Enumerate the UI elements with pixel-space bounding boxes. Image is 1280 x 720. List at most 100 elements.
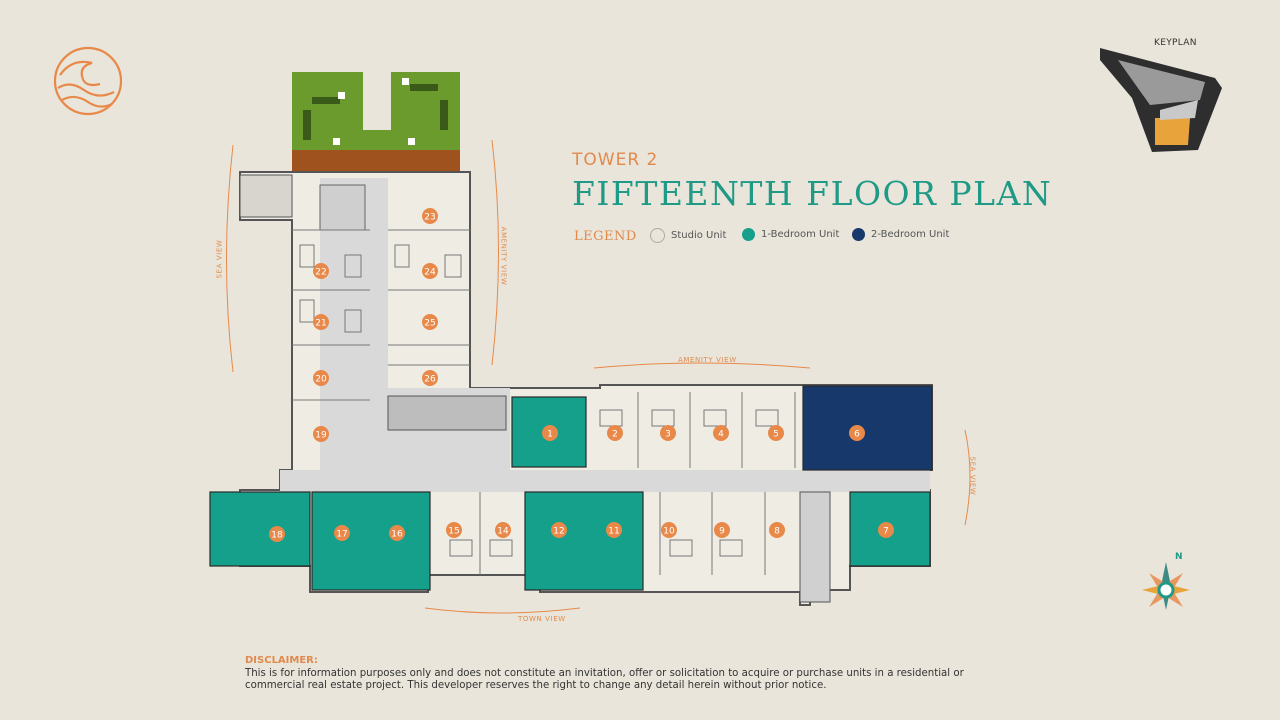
tower-label: TOWER 2 [572,150,659,170]
unit-marker-circle [769,522,785,538]
legend-item-1br: 1-Bedroom Unit [742,228,839,241]
view-label-sea-right: SEA VIEW [968,456,977,496]
unit-number: 2 [612,430,618,440]
unit-number: 11 [608,527,619,537]
unit-marker-2[interactable]: 2 [607,425,623,441]
one-bedroom-swatch-icon [742,228,755,241]
unit-marker-circle [422,208,438,224]
unit-marker-18[interactable]: 18 [269,526,285,542]
unit-marker-circle [878,522,894,538]
unit-marker-19[interactable]: 19 [313,426,329,442]
unit-marker-22[interactable]: 22 [313,263,329,279]
unit-marker-24[interactable]: 24 [422,263,438,279]
brand-logo [53,46,123,116]
unit-marker-circle [389,525,405,541]
unit-marker-circle [313,370,329,386]
unit-marker-circle [713,425,729,441]
legend-item-label: 2-Bedroom Unit [871,229,950,240]
unit-marker-circle [422,370,438,386]
unit-number: 25 [424,319,435,329]
unit-marker-5[interactable]: 5 [768,425,784,441]
unit-marker-4[interactable]: 4 [713,425,729,441]
unit-marker-12[interactable]: 12 [551,522,567,538]
legend-item-label: 1-Bedroom Unit [761,229,840,240]
unit-number: 6 [854,430,860,440]
unit-marker-23[interactable]: 23 [422,208,438,224]
studio-swatch-icon [650,228,665,243]
unit-number: 14 [497,527,509,537]
unit-marker-circle [446,522,462,538]
unit-number: 24 [424,268,436,278]
unit-marker-circle [422,314,438,330]
unit-number: 12 [553,527,564,537]
unit-marker-10[interactable]: 10 [661,522,677,538]
unit-number: 20 [315,375,327,385]
view-label-sea-left: SEA VIEW [215,239,224,279]
unit-marker-11[interactable]: 11 [606,522,622,538]
unit-number: 3 [665,430,671,440]
compass-north-label: N [1175,552,1184,562]
unit-marker-circle [495,522,511,538]
unit-number: 15 [448,527,459,537]
disclaimer-text: This is for information purposes only an… [245,668,964,691]
unit-marker-16[interactable]: 16 [389,525,405,541]
unit-marker-15[interactable]: 15 [446,522,462,538]
two-bedroom-swatch-icon [852,228,865,241]
unit-marker-14[interactable]: 14 [495,522,511,538]
unit-marker-6[interactable]: 6 [849,425,865,441]
unit-number: 19 [315,431,327,441]
unit-number: 16 [391,530,403,540]
disclaimer-title: DISCLAIMER: [245,655,318,666]
unit-marker-3[interactable]: 3 [660,425,676,441]
unit-marker-circle [607,425,623,441]
unit-marker-circle [334,525,350,541]
unit-marker-circle [661,522,677,538]
unit-marker-7[interactable]: 7 [878,522,894,538]
unit-number: 5 [773,430,779,440]
unit-number: 1 [547,430,553,440]
unit-number: 7 [883,527,889,537]
unit-marker-circle [269,526,285,542]
sky-garden [292,72,460,174]
unit-marker-circle [660,425,676,441]
unit-marker-circle [313,263,329,279]
unit-number: 10 [663,527,675,537]
unit-marker-1[interactable]: 1 [542,425,558,441]
bedroom-units [209,385,933,591]
unit-number: 4 [718,430,724,440]
unit-number: 23 [424,213,435,223]
keyplan-label: KEYPLAN [1154,38,1197,48]
unit-marker-circle [551,522,567,538]
legend-title: LEGEND [574,229,637,244]
unit-number: 9 [719,527,725,537]
unit-marker-circle [313,426,329,442]
unit-marker-circle [768,425,784,441]
unit-marker-20[interactable]: 20 [313,370,329,386]
unit-marker-circle [422,263,438,279]
view-label-amenity-top: AMENITY VIEW [678,356,737,364]
keyplan-map [1100,48,1222,152]
unit-marker-9[interactable]: 9 [714,522,730,538]
unit-marker-8[interactable]: 8 [769,522,785,538]
unit-number: 18 [271,531,283,541]
unit-marker-circle [606,522,622,538]
unit-marker-17[interactable]: 17 [334,525,350,541]
unit-marker-circle [849,425,865,441]
unit-marker-circle [714,522,730,538]
unit-number: 22 [315,268,326,278]
view-label-amenity-right: AMENITY VIEW [499,226,508,286]
legend-item-label: Studio Unit [671,230,727,241]
unit-marker-circle [313,314,329,330]
studio-partitions [292,229,796,575]
page-title: FIFTEENTH FLOOR PLAN [572,174,1053,213]
unit-marker-25[interactable]: 25 [422,314,438,330]
view-arrows [226,139,971,614]
legend-item-2br: 2-Bedroom Unit [852,228,949,241]
unit-marker-21[interactable]: 21 [313,314,329,330]
compass-icon [1142,562,1190,610]
unit-number: 26 [424,375,436,385]
view-label-town: TOWN VIEW [518,615,566,623]
unit-marker-26[interactable]: 26 [422,370,438,386]
legend-item-studio: Studio Unit [650,228,726,243]
